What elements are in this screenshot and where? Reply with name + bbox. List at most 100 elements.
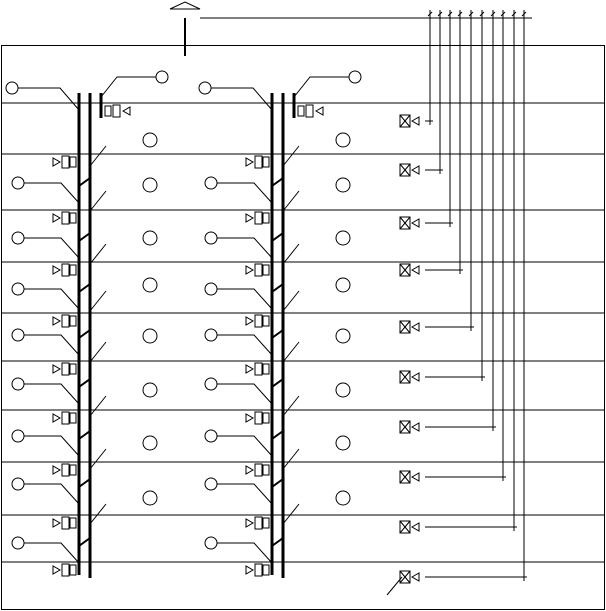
check-valve-icon bbox=[410, 572, 420, 582]
fixture-circle-icon bbox=[142, 230, 158, 246]
valve-icon bbox=[52, 314, 77, 328]
fixture-circle-icon bbox=[335, 490, 351, 506]
valve-icon bbox=[52, 155, 77, 169]
riser-offset bbox=[78, 478, 91, 506]
valve-icon bbox=[399, 420, 420, 434]
fixture-branch bbox=[24, 237, 80, 259]
fixture-circle-icon bbox=[204, 282, 218, 296]
valve-icon bbox=[399, 570, 420, 584]
drop-tick bbox=[427, 11, 433, 17]
fixture-branch bbox=[217, 288, 273, 310]
riser-offset bbox=[78, 283, 91, 311]
riser-offset bbox=[271, 430, 284, 458]
fixture-circle-icon bbox=[11, 536, 25, 550]
valve-icon bbox=[245, 263, 270, 277]
vent-branch bbox=[89, 448, 107, 470]
vent-branch bbox=[89, 503, 107, 525]
riser-offset bbox=[78, 329, 91, 357]
valve-icon bbox=[399, 370, 420, 384]
vent-branch bbox=[89, 395, 107, 417]
check-valve-icon bbox=[52, 465, 62, 475]
fixture-branch bbox=[211, 87, 273, 111]
valve-icon bbox=[399, 114, 420, 128]
fixture-branch bbox=[24, 483, 80, 505]
check-valve-icon bbox=[52, 364, 62, 374]
vent-branch bbox=[89, 190, 107, 212]
check-valve-icon bbox=[245, 265, 255, 275]
drop-tick bbox=[500, 11, 506, 17]
roof-vent-icon bbox=[169, 1, 201, 56]
check-valve-icon bbox=[52, 213, 62, 223]
fixture-circle-icon bbox=[348, 70, 362, 84]
fixture-circle-icon bbox=[11, 282, 25, 296]
vent-branch bbox=[282, 190, 300, 212]
riser-offset bbox=[271, 283, 284, 311]
check-valve-icon bbox=[245, 518, 255, 528]
vent-branch bbox=[282, 145, 300, 167]
fixture-branch bbox=[24, 334, 80, 356]
riser-offset bbox=[78, 378, 91, 406]
vent-branch bbox=[282, 395, 300, 417]
fixture-branch bbox=[18, 87, 80, 111]
check-valve-icon bbox=[245, 213, 255, 223]
riser-offset bbox=[78, 537, 91, 565]
valve-icon bbox=[245, 155, 270, 169]
check-valve-icon bbox=[410, 165, 420, 175]
check-valve-icon bbox=[410, 522, 420, 532]
fixture-circle-icon bbox=[5, 81, 19, 95]
valve-icon bbox=[245, 411, 270, 425]
fixture-circle-icon bbox=[11, 328, 25, 342]
fixture-branch bbox=[217, 237, 273, 259]
fixture-circle-icon bbox=[11, 377, 25, 391]
valve-icon bbox=[297, 104, 324, 118]
check-valve-icon bbox=[410, 372, 420, 382]
vent-branch bbox=[282, 290, 300, 312]
valve-drop bbox=[399, 10, 517, 534]
fixture-circle-icon bbox=[11, 176, 25, 190]
vent-branch bbox=[282, 503, 300, 525]
valve-icon bbox=[52, 263, 77, 277]
building-outline bbox=[1, 45, 605, 610]
fixture-branch bbox=[217, 542, 273, 564]
risers bbox=[5, 70, 362, 578]
fixture-branch bbox=[217, 182, 273, 204]
riser-offset bbox=[271, 177, 284, 205]
check-valve-icon bbox=[410, 218, 420, 228]
riser-group-left bbox=[5, 70, 169, 578]
fixture-circle-icon bbox=[11, 429, 25, 443]
fixture-branch bbox=[24, 182, 80, 204]
fixture-circle-icon bbox=[204, 536, 218, 550]
fixture-circle-icon bbox=[204, 176, 218, 190]
fixture-circle-icon bbox=[11, 477, 25, 491]
vent-branch bbox=[282, 341, 300, 363]
riser-offset bbox=[271, 232, 284, 260]
fixture-branch bbox=[24, 435, 80, 457]
valve-drop bbox=[399, 10, 443, 177]
check-valve-icon bbox=[314, 106, 324, 116]
valve-icon bbox=[399, 163, 420, 177]
check-valve-icon bbox=[410, 472, 420, 482]
valve-icon bbox=[245, 563, 270, 577]
leader-line bbox=[386, 576, 403, 596]
fixture-branch bbox=[100, 76, 156, 98]
valve-icon bbox=[399, 320, 420, 334]
valve-icon bbox=[245, 211, 270, 225]
fixture-circle-icon bbox=[335, 132, 351, 148]
check-valve-icon bbox=[410, 322, 420, 332]
valve-icon bbox=[52, 463, 77, 477]
valve-drop bbox=[399, 10, 506, 484]
valve-icon bbox=[399, 263, 420, 277]
drop-tick bbox=[468, 11, 474, 17]
fixture-circle-icon bbox=[142, 277, 158, 293]
valve-drop bbox=[399, 10, 453, 230]
vent-branch bbox=[89, 290, 107, 312]
drop-tick bbox=[437, 11, 443, 17]
drop-tick bbox=[447, 11, 453, 17]
floor-lines bbox=[2, 102, 604, 563]
check-valve-icon bbox=[245, 364, 255, 374]
valve-drop bbox=[399, 10, 496, 434]
fixture-branch bbox=[293, 76, 349, 98]
check-valve-icon bbox=[410, 422, 420, 432]
valve-drop bbox=[399, 10, 474, 334]
check-valve-icon bbox=[52, 565, 62, 575]
